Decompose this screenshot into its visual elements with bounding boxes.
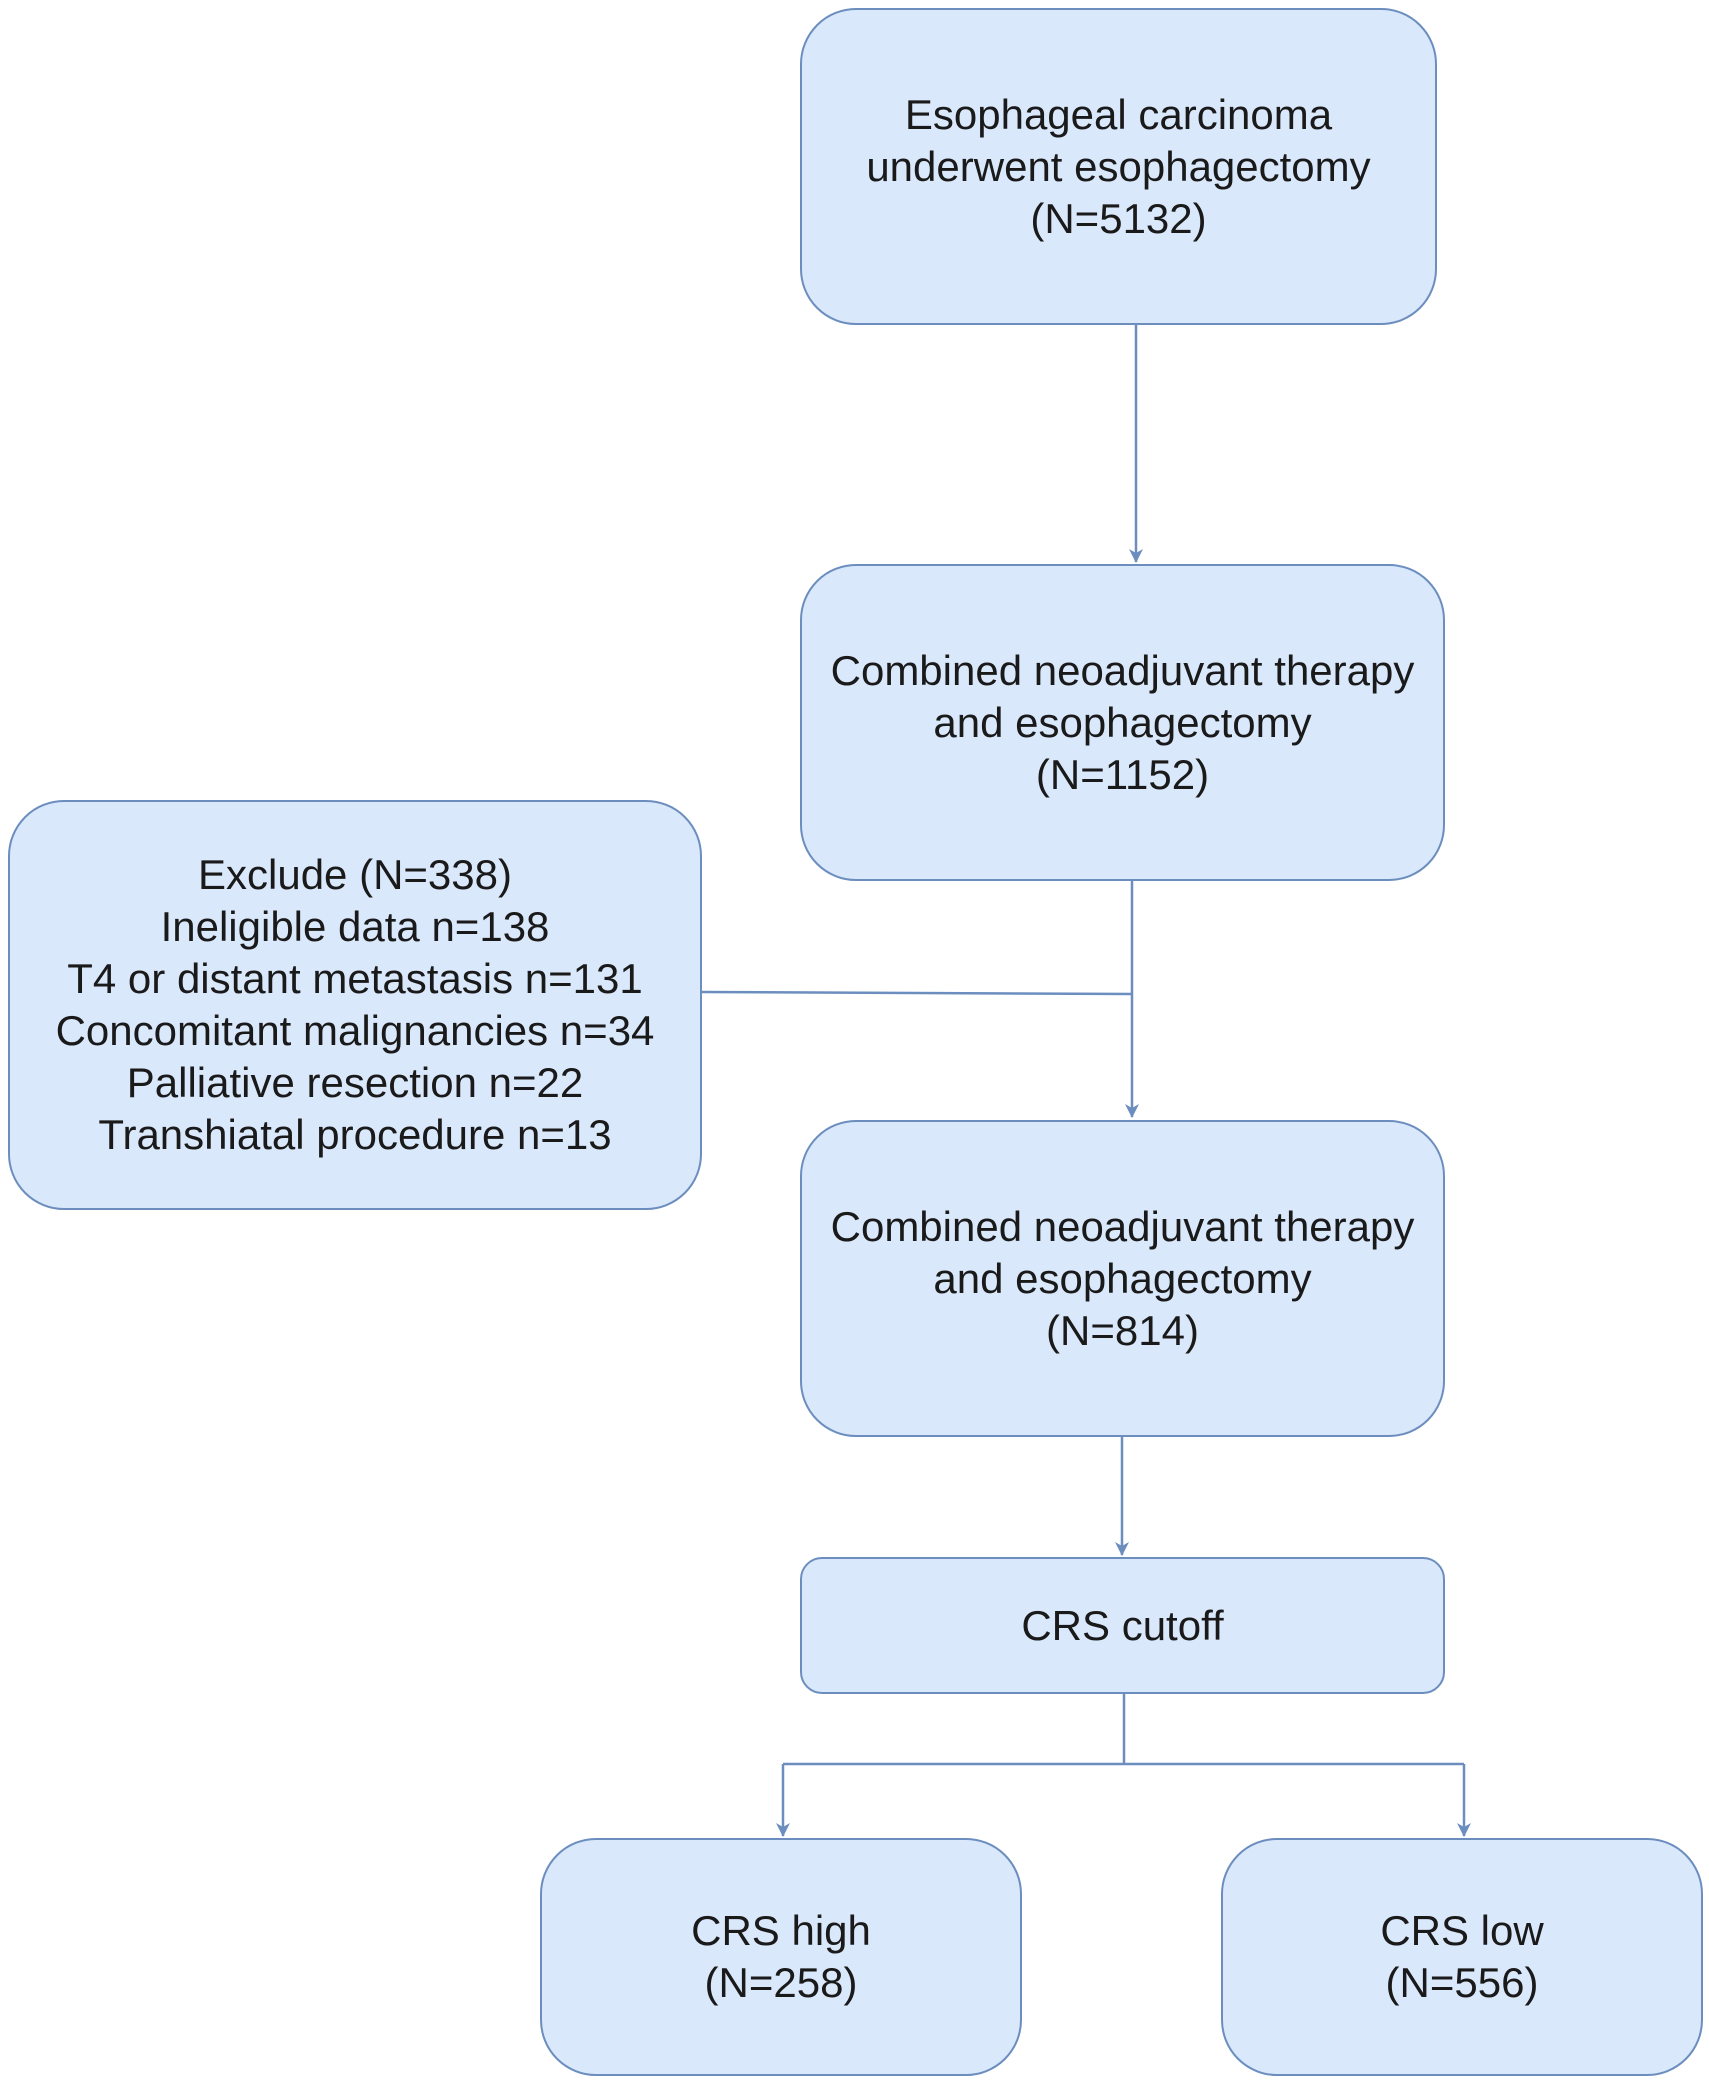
node-exclude-line: Concomitant malignancies n=34 [55, 1007, 655, 1054]
node-exclude-line: Ineligible data n=138 [160, 903, 550, 950]
node-crs-low-line: CRS low [1380, 1907, 1544, 1954]
node-cutoff-line: CRS cutoff [1021, 1601, 1224, 1649]
node-final: Combined neoadjuvant therapy and esophag… [800, 1120, 1445, 1437]
node-start-line: (N=5132) [1030, 194, 1207, 242]
line-exclude-to-main [700, 990, 1133, 996]
node-exclude-line: T4 or distant metastasis n=131 [67, 955, 643, 1002]
line-cutoff-split [783, 1694, 1464, 1766]
node-exclude-line: Palliative resection n=22 [126, 1059, 584, 1106]
node-start-line: Esophageal carcinoma [904, 90, 1333, 138]
node-neoadjuvant-line: Combined neoadjuvant therapy [830, 646, 1415, 694]
node-crs-low: CRS low (N=556) [1221, 1838, 1703, 2076]
node-final-line: (N=814) [1046, 1306, 1199, 1354]
node-crs-high-line: (N=258) [704, 1959, 858, 2006]
node-crs-high-line: CRS high [691, 1907, 871, 1954]
node-start-line: underwent esophagectomy [866, 142, 1371, 190]
node-exclude-line: Exclude (N=338) [198, 851, 512, 898]
node-exclude: Exclude (N=338) Ineligible data n=138 T4… [8, 800, 702, 1210]
node-crs-low-line: (N=556) [1385, 1959, 1539, 2006]
node-exclude-line: Transhiatal procedure n=13 [98, 1111, 612, 1158]
node-neoadjuvant-line: (N=1152) [1035, 750, 1210, 798]
node-crs-high: CRS high (N=258) [540, 1838, 1022, 2076]
node-final-line: Combined neoadjuvant therapy [830, 1202, 1415, 1250]
node-neoadjuvant: Combined neoadjuvant therapy and esophag… [800, 564, 1445, 881]
node-start: Esophageal carcinoma underwent esophagec… [800, 8, 1437, 325]
node-final-line: and esophagectomy [933, 1254, 1312, 1302]
node-cutoff: CRS cutoff [800, 1557, 1445, 1694]
node-neoadjuvant-line: and esophagectomy [933, 698, 1312, 746]
